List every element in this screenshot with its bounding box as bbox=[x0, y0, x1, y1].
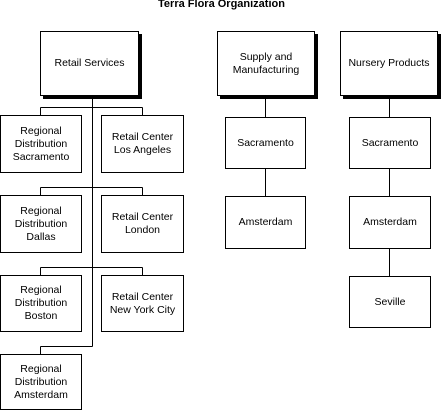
unit-retail-center-los-angeles: Retail Center Los Angeles bbox=[101, 115, 184, 173]
unit-supply-amsterdam: Amsterdam bbox=[225, 196, 306, 249]
unit-regional-distribution-amsterdam: Regional Distribution Amsterdam bbox=[0, 354, 82, 410]
unit-retail-center-london: Retail Center London bbox=[101, 195, 184, 253]
unit-nursery-sacramento: Sacramento bbox=[349, 117, 431, 169]
unit-supply-sacramento: Sacramento bbox=[225, 117, 306, 169]
unit-regional-distribution-dallas: Regional Distribution Dallas bbox=[0, 195, 82, 253]
unit-regional-distribution-boston: Regional Distribution Boston bbox=[0, 275, 82, 332]
division-nursery-products: Nursery Products bbox=[340, 31, 438, 96]
unit-retail-center-new-york-city: Retail Center New York City bbox=[101, 275, 184, 332]
unit-nursery-seville: Seville bbox=[349, 276, 431, 328]
unit-regional-distribution-sacramento: Regional Distribution Sacramento bbox=[0, 115, 82, 173]
chart-title: Terra Flora Organization bbox=[158, 0, 285, 10]
unit-nursery-amsterdam: Amsterdam bbox=[349, 196, 431, 249]
division-retail-services: Retail Services bbox=[40, 31, 139, 96]
division-supply-and-manufacturing: Supply and Manufacturing bbox=[217, 31, 315, 96]
